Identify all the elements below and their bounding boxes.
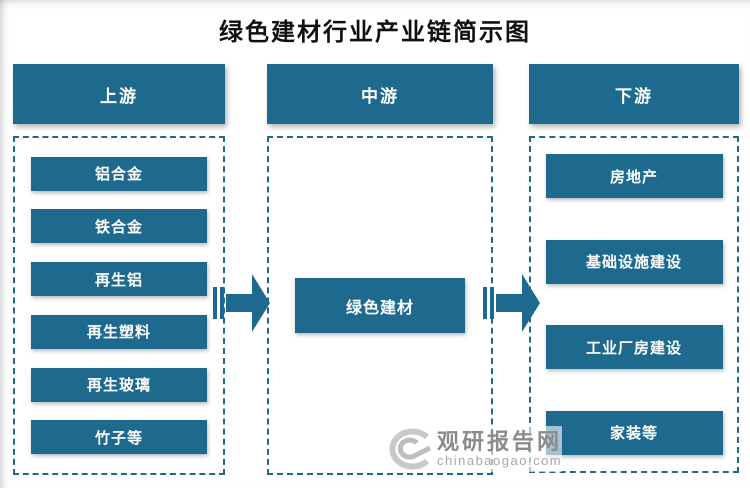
column-upstream: 上游 铝合金 铁合金 再生铝 再生塑料 再生玻璃 竹子等 (13, 64, 225, 475)
chain-item: 再生铝 (31, 262, 207, 297)
chain-item: 工业厂房建设 (545, 325, 723, 370)
watermark-text: 观研报告网 chinabaogao.com (437, 430, 562, 468)
arrow-upstream-to-midstream-icon (213, 274, 270, 332)
column-header-midstream: 中游 (267, 64, 493, 124)
chain-item: 再生玻璃 (31, 367, 207, 402)
chain-item: 铝合金 (31, 156, 207, 191)
chain-item: 绿色建材 (295, 278, 465, 333)
upstream-panel: 铝合金 铁合金 再生铝 再生塑料 再生玻璃 竹子等 (13, 136, 225, 475)
watermark: 观研报告网 chinabaogao.com (383, 426, 563, 472)
column-downstream: 下游 房地产 基础设施建设 工业厂房建设 家装等 (529, 64, 739, 473)
downstream-panel: 房地产 基础设施建设 工业厂房建设 家装等 (529, 136, 739, 473)
column-header-upstream: 上游 (13, 64, 225, 124)
watermark-logo-icon (389, 428, 431, 470)
chain-item: 竹子等 (31, 420, 207, 455)
chain-item: 基础设施建设 (545, 239, 723, 284)
midstream-panel: 绿色建材 (267, 136, 493, 475)
page-title: 绿色建材行业产业链简示图 (219, 19, 531, 46)
chain-item: 家装等 (545, 410, 723, 455)
watermark-name: 观研报告网 (437, 429, 563, 455)
column-header-downstream: 下游 (529, 64, 739, 124)
watermark-url: chinabaogao.com (437, 453, 563, 469)
column-midstream: 中游 绿色建材 (267, 64, 493, 475)
chain-item: 再生塑料 (31, 314, 207, 349)
chain-item: 铁合金 (31, 209, 207, 244)
chain-item: 房地产 (545, 154, 723, 198)
arrow-midstream-to-downstream-icon (483, 274, 540, 332)
